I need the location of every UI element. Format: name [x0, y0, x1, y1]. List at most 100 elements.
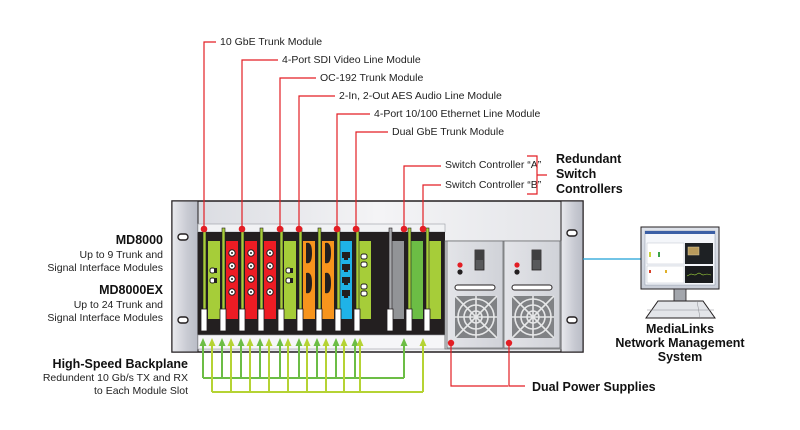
module-card-11 — [411, 241, 423, 319]
callout-switch-controller-b: Switch Controller “B” — [445, 179, 542, 191]
callout-leader-5 — [336, 113, 370, 229]
slot-connector — [277, 308, 285, 332]
slot-connector — [386, 308, 394, 332]
module-bay-bottom-rail — [197, 334, 446, 350]
screen-pane-bottomright — [685, 266, 713, 283]
module-card-12 — [429, 241, 441, 319]
slot-guide — [388, 227, 393, 315]
nms-title-1: MediaLinks — [646, 322, 714, 336]
power-led-red — [514, 262, 520, 268]
rj45-port-icon — [342, 290, 350, 298]
module-card-3 — [245, 241, 257, 319]
slot-rail-10 — [386, 227, 394, 332]
module-card-4 — [264, 241, 276, 319]
audio-connector-icon — [306, 272, 312, 294]
callout-ethernet-line-module: 4-Port 10/100 Ethernet Line Module — [374, 108, 541, 120]
slot-guide — [407, 227, 412, 315]
callout-aes-audio-line-module: 2-In, 2-Out AES Audio Line Module — [339, 90, 502, 102]
backplane-a-link-10-arrowhead-icon — [400, 338, 408, 346]
screen-indicator-1 — [649, 252, 651, 257]
backplane-b-link-4-arrowhead-icon — [265, 338, 273, 346]
bnc-pin — [250, 265, 252, 267]
module-card-7 — [322, 241, 334, 319]
module-card-9 — [359, 241, 371, 319]
slot-guide — [425, 227, 430, 315]
callout-leader-7 — [403, 165, 441, 229]
callout-dot-5 — [333, 225, 341, 233]
power-supplies — [446, 240, 561, 349]
backplane-a-link-2-arrowhead-icon — [218, 338, 226, 346]
backplane-a-link-4-arrowhead-icon — [256, 338, 264, 346]
bnc-pin — [231, 252, 233, 254]
slot-connector — [334, 308, 342, 332]
slot-guide — [279, 227, 284, 315]
module-faceplate — [359, 241, 371, 319]
nms-title-3: System — [658, 350, 702, 364]
right-ear-hole-top — [566, 229, 578, 237]
controllers-bracket — [527, 155, 547, 195]
nms-computer — [640, 226, 720, 319]
slot-guide — [202, 227, 207, 315]
right-rack-ear — [560, 200, 584, 353]
screen-graph — [686, 272, 712, 277]
callout-dot-1 — [200, 225, 208, 233]
model-md8000-desc-2: Signal Interface Modules — [47, 262, 163, 274]
module-card-1 — [208, 241, 220, 319]
left-rack-ear — [171, 200, 199, 353]
slot-rail-7 — [315, 227, 323, 332]
monitor-stand-neck — [673, 288, 687, 302]
backplane-a-link-5-arrowhead-icon — [276, 338, 284, 346]
power-led-black — [514, 269, 520, 275]
sfp-port-icon — [360, 261, 368, 268]
power-callout-line — [450, 343, 525, 387]
psu-2-marker — [505, 339, 513, 347]
module-card-2 — [226, 241, 238, 319]
left-ear-hole-top — [177, 233, 189, 241]
slot-connector — [296, 308, 304, 332]
keyboard-base — [645, 300, 716, 319]
slot-connector — [219, 308, 227, 332]
audio-connector-icon — [325, 242, 331, 264]
callout-leader-1 — [203, 41, 216, 229]
callout-leader-8 — [422, 184, 441, 229]
callout-leader-6 — [355, 131, 388, 229]
power-switch-top — [532, 250, 541, 260]
bnc-pin — [231, 278, 233, 280]
backplane-a-link-6-arrowhead-icon — [295, 338, 303, 346]
backplane-b-link-2-arrowhead-icon — [227, 338, 235, 346]
backplane-a-link-1-arrowhead-icon — [199, 338, 207, 346]
backplane-a-link-7-arrowhead-icon — [313, 338, 321, 346]
audio-connector-icon — [306, 242, 312, 264]
rj45-port-icon — [342, 264, 350, 272]
power-led-red — [457, 262, 463, 268]
power-led-black — [457, 269, 463, 275]
callout-dot-3 — [276, 225, 284, 233]
backplane-b-link-1-arrowhead-icon — [208, 338, 216, 346]
slot-rail-2 — [219, 227, 227, 332]
bnc-pin — [250, 278, 252, 280]
nms-title-2: Network Management — [615, 336, 745, 350]
right-ear-hole-bottom — [566, 316, 578, 324]
slot-guide — [355, 227, 360, 315]
module-slots — [200, 227, 441, 332]
bnc-pin — [231, 291, 233, 293]
slot-guide — [298, 227, 303, 315]
callout-switch-controller-a: Switch Controller “A” — [445, 159, 542, 171]
screen-pane-topleft — [646, 242, 685, 265]
backplane-b-link-9-arrowhead-icon — [356, 338, 364, 346]
slot-connector — [315, 308, 323, 332]
screen-indicator-2 — [658, 252, 660, 257]
redundant-controllers-line-1: Redundant — [556, 152, 622, 166]
sfp-port-icon — [360, 290, 368, 297]
backplane-a-link-3-arrowhead-icon — [237, 338, 245, 346]
sfp-cage — [290, 278, 293, 283]
callout-10gbe-trunk-module: 10 GbE Trunk Module — [220, 36, 322, 48]
callout-dot-2 — [238, 225, 246, 233]
callout-dual-gbe-trunk-module: Dual GbE Trunk Module — [392, 126, 504, 138]
module-faceplate — [392, 241, 404, 319]
rj45-port-icon — [342, 252, 350, 260]
rj45-port-icon — [342, 277, 350, 285]
slot-guide — [317, 227, 322, 315]
backplane-a-link-8-arrowhead-icon — [332, 338, 340, 346]
screen-indicator-3 — [649, 270, 651, 273]
